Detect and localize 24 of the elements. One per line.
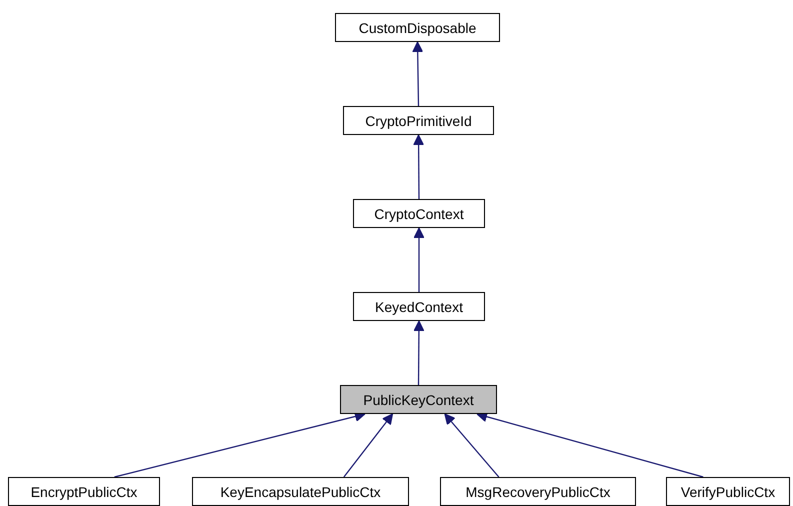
class-box (335, 13, 500, 42)
class-name: MsgRecoveryPublicCtx (466, 484, 610, 500)
class-name: KeyEncapsulatePublicCtx (220, 484, 381, 500)
inheritance-arrow (414, 228, 424, 292)
class-name: CryptoContext (374, 206, 464, 222)
class-name: PublicKeyContext (363, 392, 474, 408)
highlighted-class-box (340, 385, 497, 414)
class-box (343, 106, 494, 135)
class-name: VerifyPublicCtx (680, 484, 776, 500)
class-name: KeyedContext (375, 298, 463, 314)
inheritance-arrow (413, 320, 424, 385)
inheritance-arrow (413, 134, 424, 199)
class-box (8, 477, 160, 506)
class-name: CryptoPrimitiveId (365, 112, 472, 128)
class-name: EncryptPublicCtx (30, 484, 138, 500)
class-box (666, 477, 790, 506)
class-box (440, 477, 636, 506)
class-name: CustomDisposable (358, 20, 476, 36)
inheritance-arrow (343, 414, 394, 478)
class-box (353, 292, 485, 321)
class-box (353, 199, 485, 228)
class-box (192, 477, 409, 506)
inheritance-arrow (444, 414, 500, 478)
inheritance-arrow (412, 42, 424, 106)
